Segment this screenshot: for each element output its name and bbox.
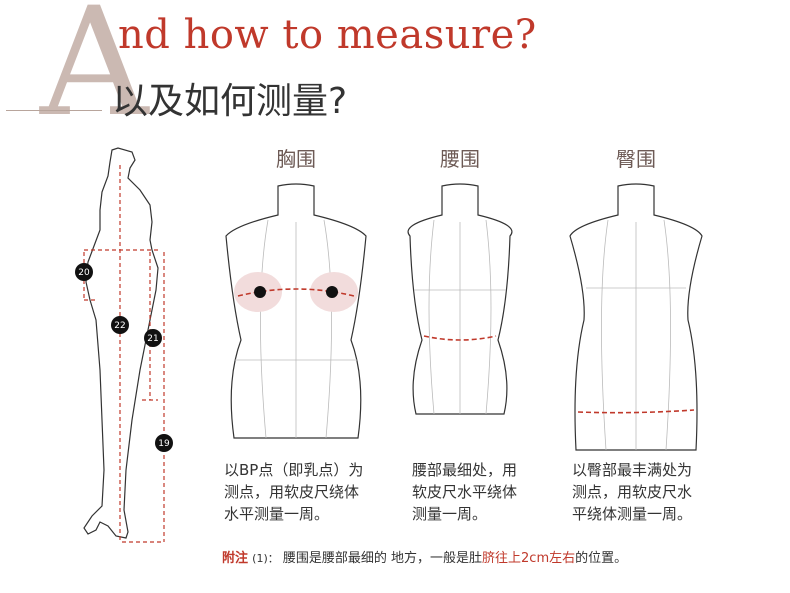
note-text-before: 腰围是腰部最细的 地方，一般是肚 [282,551,483,566]
badge-20: 20 [75,263,93,281]
description-bust-line-3: 水平测量一周。 [224,505,330,523]
header-rule [6,110,102,111]
description-waist-line-2: 软皮尺水平绕体 [412,483,518,501]
badge-22: 22 [111,316,129,334]
title-english: nd how to measure? [118,12,537,58]
badge-22-label: 22 [114,321,125,331]
right-bp-point [326,286,338,298]
figure-title-hip: 臀围 [616,147,656,171]
torso-waist [407,183,513,415]
description-bust: 以BP点（即乳点）为 测点，用软皮尺绕体 水平测量一周。 [224,459,363,525]
badge-19: 19 [155,434,173,452]
description-bust-line-2: 测点，用软皮尺绕体 [224,483,360,501]
figure-title-waist: 腰围 [440,147,480,171]
badge-21-label: 21 [147,334,158,344]
description-waist-line-1: 腰部最细处，用 [412,461,518,479]
footnote: 附注 (1)： 腰围是腰部最细的 地方，一般是肚脐往上2cm左右的位置。 [222,547,627,566]
note-number: (1)： [252,552,279,565]
side-badges: 20 22 21 19 [75,263,173,452]
description-hip-line-3: 平绕体测量一周。 [572,505,693,523]
description-bust-line-1: 以BP点（即乳点）为 [224,461,364,479]
decorative-big-letter: A [40,0,149,150]
note-text-after: 的位置。 [575,551,628,566]
torso-bust [225,183,367,439]
side-body-figure [83,147,159,539]
note-highlight: 脐往上2cm左右 [482,551,576,566]
description-waist-line-3: 测量一周。 [412,505,488,523]
waist-measure-line [423,335,497,341]
badge-19-label: 19 [158,439,170,449]
description-hip: 以臀部最丰满处为 测点，用软皮尺水 平绕体测量一周。 [572,459,692,525]
description-waist: 腰部最细处，用 软皮尺水平绕体 测量一周。 [412,459,517,525]
description-hip-line-1: 以臀部最丰满处为 [572,461,693,479]
description-hip-line-2: 测点，用软皮尺水 [572,483,693,501]
hip-measure-line [577,409,695,414]
left-bp-point [254,286,266,298]
badge-21: 21 [144,329,162,347]
torso-hip [569,183,703,451]
title-chinese: 以及如何测量? [112,81,348,122]
figure-title-bust: 胸围 [276,147,316,171]
bust-measure-line [237,288,355,297]
note-label: 附注 [222,551,249,566]
badge-20-label: 20 [78,268,90,278]
